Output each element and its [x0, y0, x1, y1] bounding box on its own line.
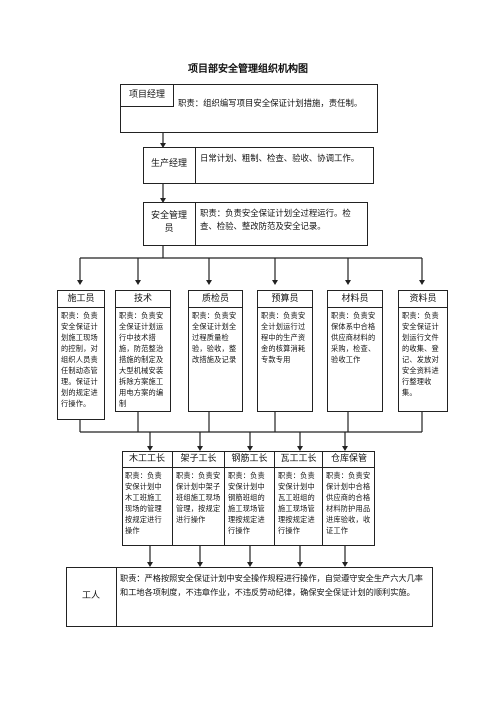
department-label: 预算员	[258, 291, 312, 308]
foreman-box-carpenter: 木工工长 职责：负责安保计划中木工班施工现场的管理按规定进行操作	[122, 451, 173, 546]
department-duty: 职责：负责安全保证计划运行文件的收集、登记、发放对安全资料进行整理收集。	[402, 311, 439, 397]
safety-manager-frame	[143, 202, 368, 246]
foreman-box-scaffold: 架子工长 职责：负责安保计划中架子班组施工现场管理，按规定进行操作	[173, 451, 225, 546]
foreman-label: 瓦工工长	[275, 451, 322, 468]
foreman-box-rebar: 钢筋工长 职责：负责安保计划中钢筋班组的施工现场管理按规定进行操作	[225, 451, 275, 546]
department-label: 材料员	[328, 291, 382, 308]
department-duty: 职责：负责安全保证计划全过程质量检验，验收，整改措施及记录	[192, 311, 237, 364]
safety-manager-label: 安全管理员	[150, 211, 187, 234]
foreman-duty: 职责：负责安保计划中架子班组施工现场管理，按规定进行操作	[176, 471, 221, 524]
project-manager-label: 项目经理	[128, 90, 165, 100]
foreman-box-masonry: 瓦工工长 职责：负责安保计划中瓦工班组的施工现场管理按规定进行操作	[275, 451, 323, 546]
workers-duty: 职责：严格按照安全保证计划中安全操作规程进行操作，自觉遵守安全生产六大几率和工地…	[120, 573, 423, 597]
safety-manager-duty: 职责：负责安全保证计划全过程运行。检查、检验、整改防范及安全记录。	[200, 208, 351, 231]
project-manager-frame	[120, 84, 378, 133]
department-box-budget: 预算员 职责：负责安全计划运行过程中的生产资金的核算消耗专款专用	[257, 290, 313, 412]
foremen-frame	[122, 451, 375, 546]
foreman-label: 钢筋工长	[225, 451, 274, 468]
department-box-quality: 质检员 职责：负责安全保证计划全过程质量检验，验收，整改措施及记录	[188, 290, 243, 412]
foreman-duty: 职责：负责安保计划中合格供应商的合格材料防护用品进库验收，收证工作	[326, 471, 371, 535]
foreman-label: 木工工长	[122, 451, 172, 468]
department-duty: 职责：负责安保体系中合格供应商材料的采购，检查、验收工作	[331, 311, 376, 364]
project-manager-duty: 职责：组织编写项目安全保证计划措施，责任制。	[178, 98, 363, 108]
department-box-materials: 材料员 职责：负责安保体系中合格供应商材料的采购，检查、验收工作	[327, 290, 383, 412]
foreman-box-warehouse: 仓库保管 职责：负责安保计划中合格供应商的合格材料防护用品进库验收，收证工作	[323, 451, 375, 546]
department-duty: 职责：负责安全保证计划运行中技术措施，防范整治措施的制定及大型机械安装拆除方案施…	[119, 311, 164, 408]
department-label: 施工员	[58, 291, 104, 308]
department-duty: 职责：负责安全保证计划施工现场的控制，对组织人员责任制动态管理。保证计划的规定进…	[61, 311, 98, 408]
safety-manager-box: 安全管理员	[143, 202, 196, 246]
workers-label: 工人	[81, 591, 100, 601]
department-label: 技术	[116, 291, 170, 308]
department-label: 资料员	[399, 291, 447, 308]
foreman-label: 仓库保管	[323, 451, 375, 468]
production-manager-box: 生产经理	[143, 147, 196, 184]
department-box-documents: 资料员 职责：负责安全保证计划运行文件的收集、登记、发放对安全资料进行整理收集。	[398, 290, 448, 412]
department-duty: 职责：负责安全计划运行过程中的生产资金的核算消耗专款专用	[261, 311, 306, 364]
production-manager-frame	[143, 147, 374, 184]
department-box-constructor: 施工员 职责：负责安全保证计划施工现场的控制，对组织人员责任制动态管理。保证计划…	[57, 290, 105, 420]
foreman-duty: 职责：负责安保计划中瓦工班组的施工现场管理按规定进行操作	[278, 471, 315, 535]
foreman-duty: 职责：负责安保计划中钢筋班组的施工现场管理按规定进行操作	[228, 471, 265, 535]
chart-title: 项目部安全管理组织机构图	[188, 64, 308, 75]
production-manager-duty: 日常计划、粗制、检查、验收、协调工作。	[200, 153, 360, 163]
production-manager-label: 生产经理	[150, 159, 187, 169]
department-label: 质检员	[189, 291, 242, 308]
workers-frame	[66, 567, 433, 627]
department-box-technical: 技术 职责：负责安全保证计划运行中技术措施，防范整治措施的制定及大型机械安装拆除…	[115, 290, 171, 412]
foreman-duty: 职责：负责安保计划中木工班施工现场的管理按规定进行操作	[125, 471, 162, 535]
workers-box: 工人	[66, 567, 117, 627]
foreman-label: 架子工长	[173, 451, 224, 468]
